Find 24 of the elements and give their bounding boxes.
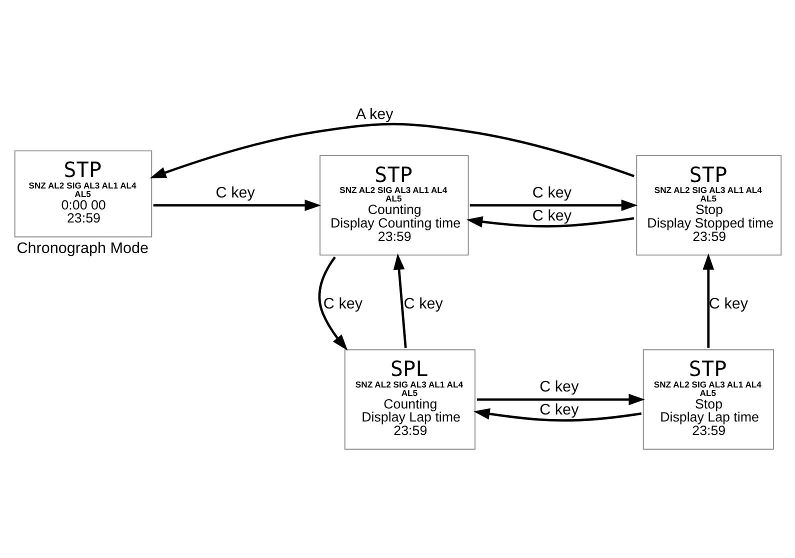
arrow <box>153 200 322 212</box>
arrow <box>474 408 642 422</box>
node-box: SPL SNZ AL2 SIG AL3 AL1 AL4 AL5 Counting Display Lap time 23:59 <box>344 349 476 450</box>
node-box: STP SNZ AL2 SIG AL3 AL1 AL4 AL5 0:00 00 23:59 <box>14 150 152 238</box>
arrow <box>476 394 645 406</box>
arrow <box>318 256 348 351</box>
edge-label: C key <box>540 402 579 419</box>
edge-label: C key <box>323 295 363 312</box>
edge-label: C key <box>216 184 255 202</box>
arrow <box>702 253 714 348</box>
edge-label: C key <box>404 295 443 312</box>
arrow <box>466 216 634 228</box>
edge-label: C key <box>532 207 572 224</box>
arrow <box>393 253 407 348</box>
edge-label: C key <box>540 378 579 396</box>
node-box: STP SNZ AL2 SIG AL3 AL1 AL4 AL5 Stop Display Lap time 23:59 <box>642 349 774 450</box>
edge-label: C key <box>708 295 748 312</box>
node-box: STP SNZ AL2 SIG AL3 AL1 AL4 AL5 Counting Display Counting time 23:59 <box>320 155 469 256</box>
arrow <box>470 200 638 212</box>
node-label: Chronograph Mode <box>16 240 149 257</box>
arrow <box>150 122 634 178</box>
edge-label: C key <box>532 184 572 202</box>
edge-label: A key <box>356 106 394 124</box>
node-box: STP SNZ AL2 SIG AL3 AL1 AL4 AL5 Stop Display Stopped time 23:59 <box>636 155 782 256</box>
